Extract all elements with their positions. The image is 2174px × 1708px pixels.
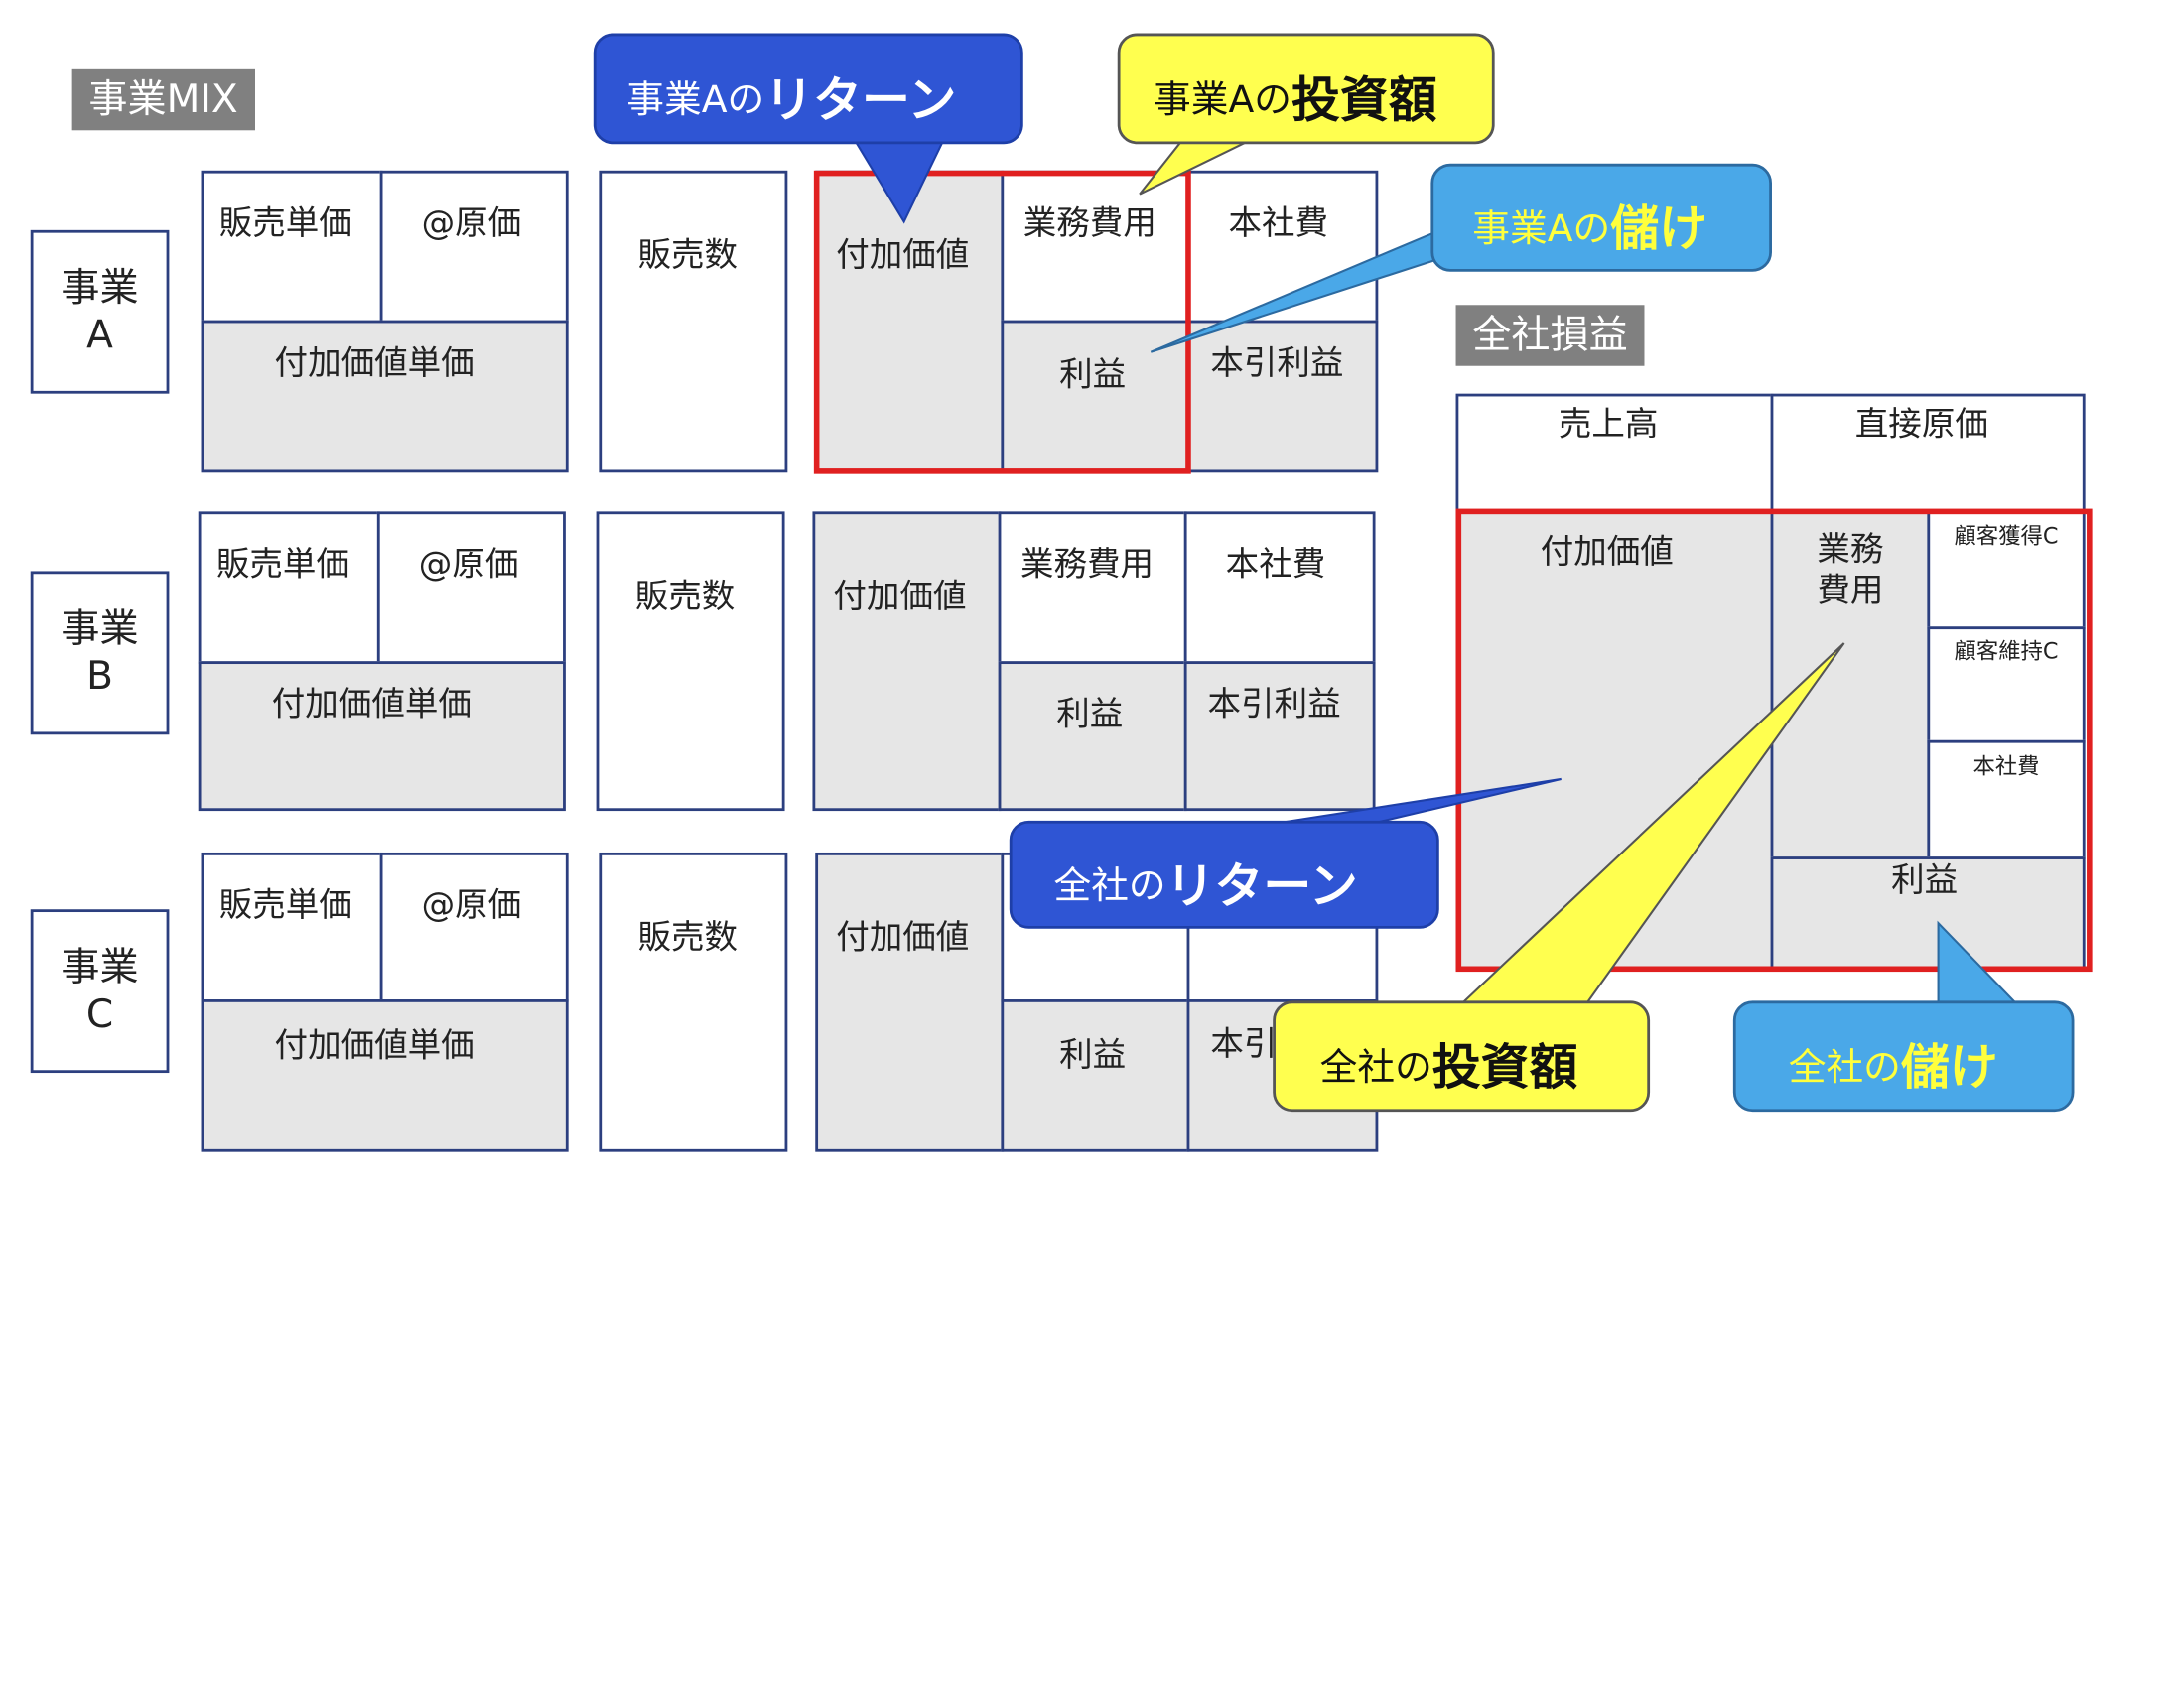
acq-cost-text: 顧客獲得C	[1954, 522, 2059, 550]
callout-co-invest: 全社の投資額	[1273, 1000, 1651, 1113]
sales-text: 売上高	[1558, 404, 1659, 444]
row-label-b-text: 事業 B	[61, 605, 139, 699]
callout-co-profit: 全社の儲け	[1732, 1000, 2075, 1113]
row-label-a	[30, 229, 170, 394]
unit-cost-c-text: @原価	[421, 885, 522, 925]
callout-a-profit: 事業Aの儲け	[1430, 163, 1772, 272]
unit-price-c-text: 販売単価	[218, 885, 352, 925]
tail-co-profit	[1937, 920, 2024, 1010]
callout-a-invest-prefix: 事業Aの	[1154, 78, 1292, 122]
value-added-c-text: 付加価値	[836, 917, 970, 957]
profit-b	[998, 661, 1187, 812]
row-label-b	[30, 571, 170, 735]
callout-co-profit-prefix: 全社の	[1788, 1046, 1901, 1090]
company-operating-cost-text: 業務 費用	[1817, 529, 1884, 610]
hq-cost-b	[1183, 511, 1376, 665]
profit-a-text: 利益	[1059, 354, 1127, 394]
ret-cost-text: 顧客維持C	[1954, 637, 2059, 665]
row-label-c	[30, 909, 170, 1074]
company-hq-cost-text: 本社費	[1972, 752, 2040, 779]
unit-cost-c	[379, 852, 569, 1002]
profit-c-text: 利益	[1059, 1035, 1127, 1075]
value-added-unit-b-text: 付加価値単価	[271, 684, 472, 724]
callout-a-invest: 事業Aの投資額	[1117, 33, 1495, 145]
company-highlight	[1455, 508, 2093, 973]
callout-a-invest-bold: 投資額	[1291, 73, 1437, 129]
value-added-b-text: 付加価値	[833, 577, 967, 616]
tail-a-return	[853, 140, 945, 224]
volume-c-text: 販売数	[637, 917, 739, 957]
company-pl-tag: 全社損益	[1455, 305, 1645, 366]
callout-co-return-prefix: 全社の	[1053, 864, 1166, 908]
volume-b-text: 販売数	[634, 577, 736, 616]
net-profit-a-text: 本引利益	[1210, 343, 1344, 383]
acq-cost-box	[1927, 509, 2086, 630]
unit-price-b-text: 販売単価	[215, 544, 349, 585]
volume-a-text: 販売数	[637, 235, 739, 275]
unit-price-a-text: 販売単価	[218, 203, 352, 243]
profit-c	[1001, 999, 1190, 1152]
value-added-unit-b	[198, 661, 566, 812]
net-profit-b-text: 本引利益	[1207, 684, 1341, 724]
company-profit-text: 利益	[1891, 860, 1959, 900]
row-label-a-text: 事業 A	[61, 264, 139, 358]
callout-a-return-prefix: 事業Aの	[626, 78, 765, 122]
net-profit-b	[1183, 661, 1376, 812]
callout-a-return: 事業Aのリターン	[593, 33, 1023, 145]
value-added-a-text: 付加価値	[836, 235, 970, 275]
net-profit-c-text: 本引	[1210, 1024, 1278, 1064]
callout-a-profit-bold: 儲け	[1610, 201, 1708, 258]
row-label-c-text: 事業 C	[61, 944, 139, 1037]
tail-co-invest	[1450, 642, 1845, 1013]
unit-price-b	[198, 511, 380, 665]
volume-c	[599, 852, 788, 1152]
unit-cost-a-text: @原価	[421, 203, 522, 243]
callout-co-return-bold: リターン	[1165, 858, 1358, 915]
direct-cost-text: 直接原価	[1854, 404, 1988, 444]
company-profit-box	[1770, 856, 2086, 971]
callout-a-return-bold: リターン	[764, 73, 957, 129]
operating-cost-b-text: 業務費用	[1019, 544, 1155, 585]
profit-b-text: 利益	[1056, 694, 1124, 733]
value-added-c	[815, 852, 1005, 1152]
sales-box	[1455, 393, 1774, 513]
volume-b	[596, 511, 785, 812]
business-mix-tag: 事業MIX	[71, 68, 255, 131]
value-added-a	[815, 170, 1005, 473]
tail-co-return	[1275, 777, 1562, 825]
business-a-highlight	[813, 170, 1191, 474]
value-added-unit-c	[201, 999, 569, 1152]
callout-a-profit-prefix: 事業Aの	[1472, 207, 1611, 251]
company-operating-cost-box	[1770, 509, 1931, 859]
hq-cost-b-text: 本社費	[1225, 544, 1326, 585]
callout-co-invest-prefix: 全社の	[1319, 1046, 1432, 1090]
value-added-unit-a-text: 付加価値単価	[274, 343, 475, 383]
operating-cost-a-text: 業務費用	[1022, 203, 1156, 243]
net-profit-a	[1186, 320, 1379, 473]
hq-cost-a-text: 本社費	[1228, 203, 1329, 243]
tail-a-profit	[1150, 231, 1435, 353]
tail-a-invest	[1139, 140, 1249, 196]
unit-cost-b-text: @原価	[418, 544, 519, 585]
value-added-unit-c-text: 付加価値単価	[274, 1025, 475, 1065]
ret-cost-box	[1927, 626, 2086, 743]
callout-co-invest-bold: 投資額	[1431, 1040, 1578, 1097]
callout-co-profit-bold: 儲け	[1900, 1040, 1998, 1097]
value-added-unit-a	[201, 320, 569, 473]
callout-co-return: 全社のリターン	[1009, 820, 1439, 929]
volume-a	[599, 170, 788, 473]
company-value-added-text: 付加価値	[1540, 532, 1674, 572]
direct-cost-box	[1770, 393, 2086, 513]
